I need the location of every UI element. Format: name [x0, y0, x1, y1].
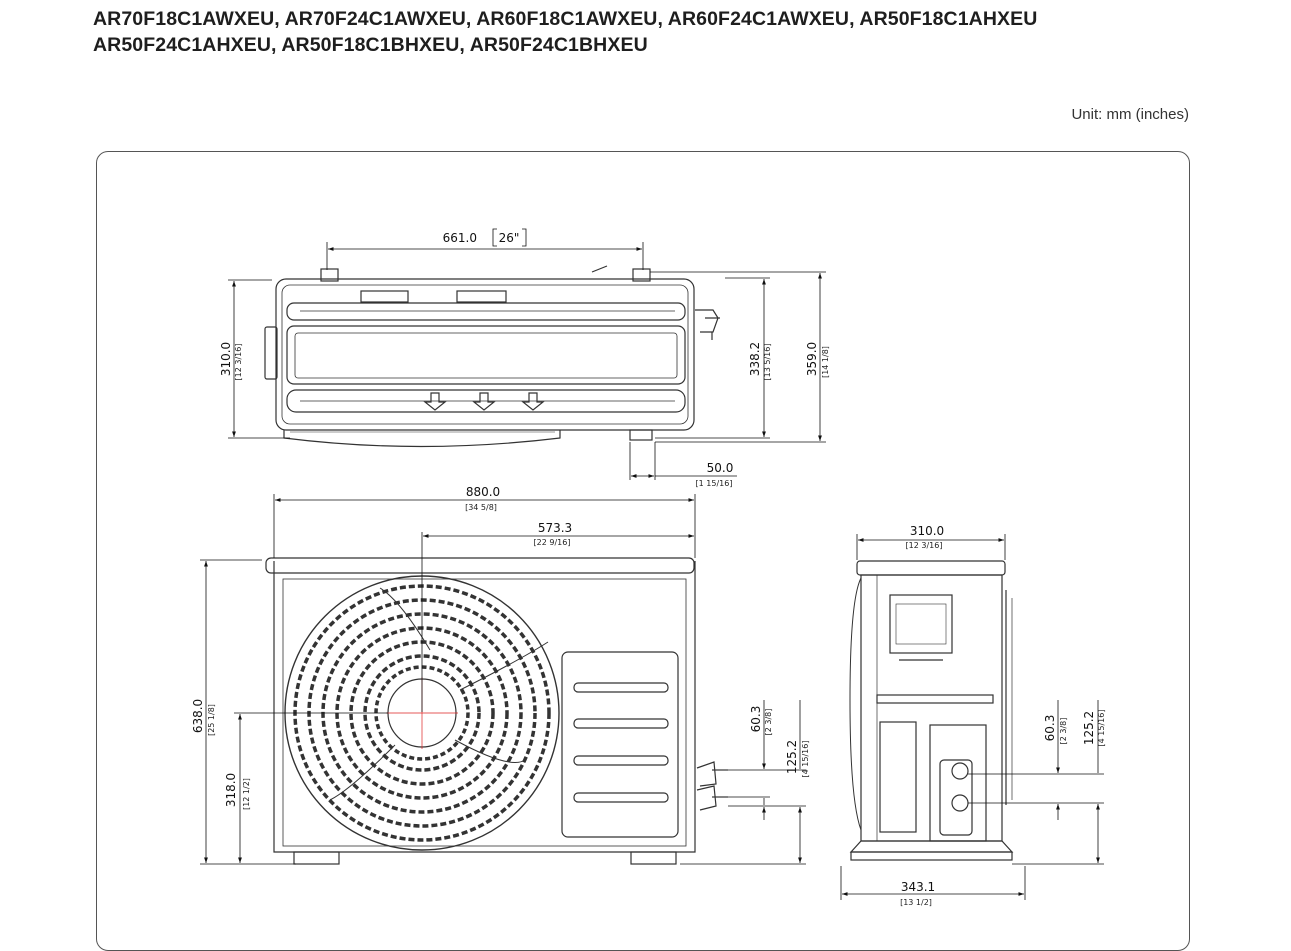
front-fan-offset-mm: 573.3 — [538, 521, 572, 535]
top-depth2-mm: 338.2 — [748, 342, 762, 376]
model-title-line-1: AR70F18C1AWXEU, AR70F24C1AWXEU, AR60F18C… — [93, 8, 1038, 30]
front-pipe-gap-mm: 60.3 — [749, 706, 763, 733]
front-height-mm: 638.0 — [191, 699, 205, 733]
side-width-in: [12 3/16] — [906, 541, 943, 550]
unit-label: Unit: mm (inches) — [1071, 106, 1189, 123]
front-view — [265, 557, 728, 865]
side-view — [849, 560, 1014, 861]
top-view — [264, 265, 720, 448]
side-pipe-height-in: [4 15/16] — [1097, 710, 1106, 747]
front-fan-center-mm: 318.0 — [224, 773, 238, 807]
top-width-in: 26" — [499, 231, 520, 245]
front-width-mm: 880.0 — [466, 485, 500, 499]
front-view-body — [273, 561, 696, 853]
top-offset-in: [1 15/16] — [696, 479, 733, 488]
front-width-in: [34 5/8] — [465, 503, 497, 512]
front-height-in: [25 1/8] — [207, 704, 216, 736]
top-width-mm: 661.0 — [443, 231, 477, 245]
top-depth-in: [12 3/16] — [234, 344, 243, 381]
top-depth2-in: [13 5/16] — [763, 344, 772, 381]
side-pipe-height-mm: 125.2 — [1082, 711, 1096, 745]
side-base-in: [13 1/2] — [900, 898, 932, 907]
front-fan-offset-in: [22 9/16] — [534, 538, 571, 547]
top-depth3-mm: 359.0 — [805, 342, 819, 376]
top-view-body — [275, 278, 695, 431]
model-title-line-2: AR50F24C1AHXEU, AR50F18C1BHXEU, AR50F24C… — [93, 34, 648, 56]
dimension-drawing: 661.0 26" 310.0 [12 3/16] 338.2 [13 5/16… — [191, 228, 1106, 907]
top-depth-mm: 310.0 — [219, 342, 233, 376]
front-pipe-gap-in: [2 3/8] — [764, 709, 773, 736]
top-depth3-in: [14 1/8] — [821, 346, 830, 378]
front-fan-center-in: [12 1/2] — [242, 778, 251, 810]
front-pipe-height-in: [4 15/16] — [801, 741, 810, 778]
side-view-body — [860, 574, 1003, 842]
side-width-mm: 310.0 — [910, 524, 944, 538]
side-base-mm: 343.1 — [901, 880, 935, 894]
side-pipe-gap-mm: 60.3 — [1043, 715, 1057, 742]
front-pipe-height-mm: 125.2 — [785, 740, 799, 774]
side-pipe-gap-in: [2 3/8] — [1059, 718, 1068, 745]
top-offset-mm: 50.0 — [707, 461, 734, 475]
